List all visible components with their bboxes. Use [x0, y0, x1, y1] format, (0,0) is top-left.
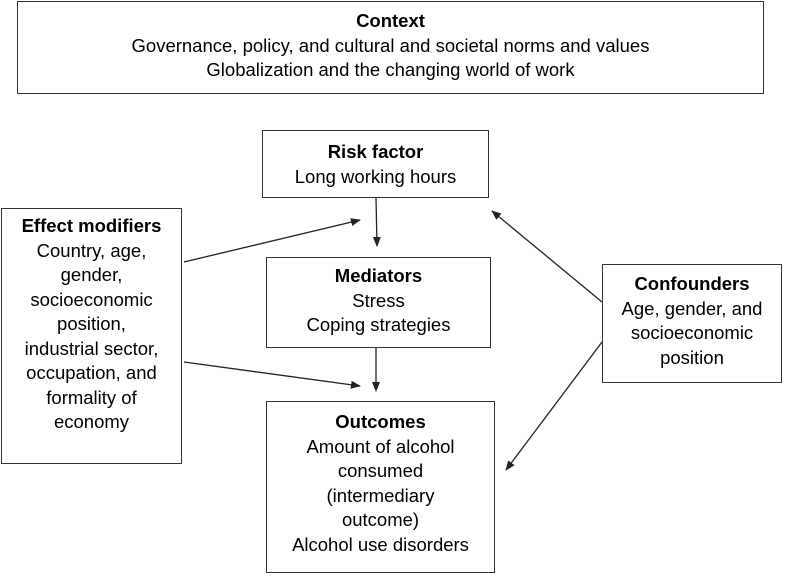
effect-modifiers-title: Effect modifiers: [21, 215, 162, 236]
arrow-confounders-to-outcomes: [505, 341, 603, 471]
risk-factor-title: Risk factor: [327, 141, 424, 162]
arrow-modifiers-to-risk-path: [183, 218, 361, 263]
confounders-title: Confounders: [634, 273, 750, 294]
outcomes-line: outcome): [341, 509, 420, 530]
context-line: Governance, policy, and cultural and soc…: [131, 34, 650, 56]
effect-modifiers-line: position,: [57, 313, 126, 334]
outcomes-line: consumed: [337, 460, 424, 481]
confounders-line: socioeconomic: [630, 322, 754, 343]
context-line: Globalization and the changing world of …: [206, 59, 575, 80]
effect-modifiers-line: industrial sector,: [24, 337, 159, 359]
effect-modifiers-line: economy: [53, 411, 130, 432]
outcomes-line: Amount of alcohol: [306, 435, 455, 457]
outcomes-box: Outcomes Amount of alcohol consumed (int…: [266, 401, 495, 573]
mediators-line: Coping strategies: [306, 314, 451, 335]
risk-factor-box: Risk factor Long working hours: [262, 130, 489, 198]
confounders-line: Age, gender, and: [621, 297, 763, 319]
arrow-modifiers-to-mediator-path: [183, 361, 361, 389]
context-box: Context Governance, policy, and cultural…: [17, 1, 764, 94]
arrow-confounders-to-risk: [491, 210, 603, 303]
mediators-box: Mediators Stress Coping strategies: [266, 257, 491, 348]
effect-modifiers-line: Country, age,: [36, 239, 147, 261]
arrow-risk-to-mediators: [372, 197, 381, 247]
effect-modifiers-line: occupation, and: [26, 362, 157, 383]
confounders-line: position: [660, 346, 724, 368]
confounders-box: Confounders Age, gender, and socioeconom…: [602, 264, 782, 383]
mediators-line: Stress: [352, 289, 405, 311]
effect-modifiers-line: formality of: [46, 386, 137, 408]
risk-factor-line: Long working hours: [294, 165, 457, 187]
outcomes-line: Alcohol use disorders: [292, 533, 469, 555]
effect-modifiers-line: socioeconomic: [30, 288, 153, 310]
effect-modifiers-line: gender,: [60, 264, 123, 285]
effect-modifiers-box: Effect modifiers Country, age, gender, s…: [1, 208, 182, 464]
context-title: Context: [356, 10, 425, 31]
outcomes-line: (intermediary: [326, 484, 435, 506]
mediators-title: Mediators: [334, 265, 423, 286]
outcomes-title: Outcomes: [335, 411, 426, 432]
